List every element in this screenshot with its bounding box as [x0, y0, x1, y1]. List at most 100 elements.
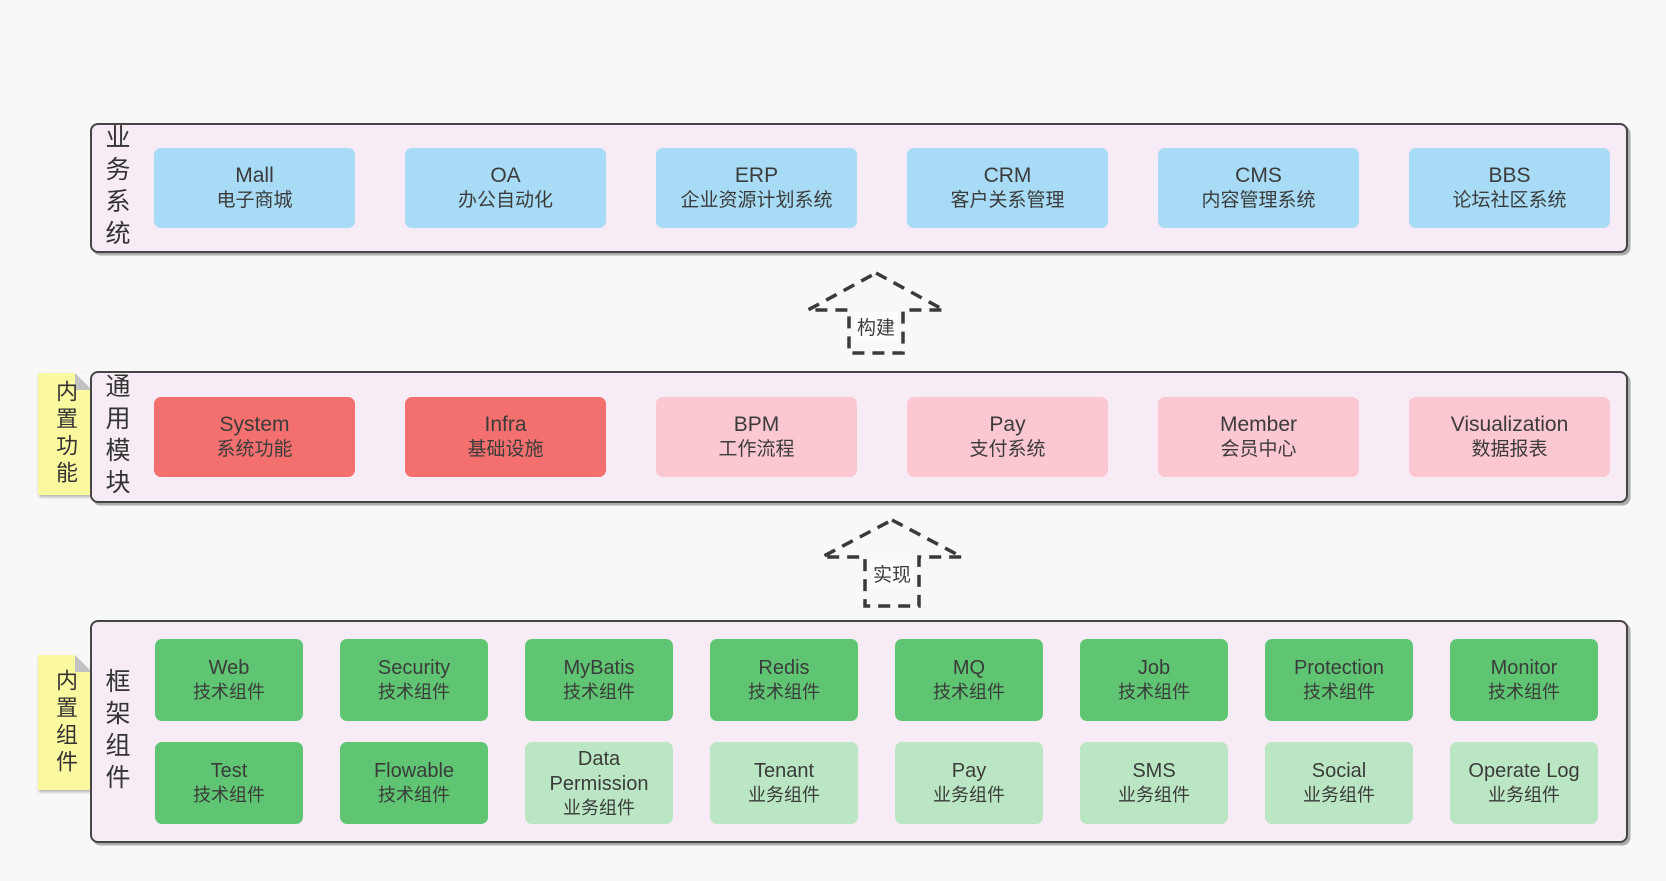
sticky-built-in-components: 内置组件	[38, 655, 92, 790]
box-mall: Mall 电子商城	[154, 148, 355, 228]
box-subtitle: 支付系统	[969, 439, 1046, 461]
box-subtitle: 技术组件	[748, 682, 820, 703]
box-bpm: BPM 工作流程	[656, 397, 857, 477]
box-title: Pay	[951, 760, 987, 783]
box-infra: Infra 基础设施	[405, 397, 606, 477]
box-subtitle: 业务组件	[933, 785, 1005, 806]
box-title: Test	[210, 760, 248, 783]
box-title: SMS	[1132, 760, 1176, 783]
box-subtitle: 基础设施	[467, 439, 544, 461]
layer-box-area: System 系统功能 Infra 基础设施 BPM 工作流程 Pay 支付系统 Member 会…	[154, 373, 1610, 501]
box-subtitle: 技术组件	[1303, 682, 1375, 703]
box-subtitle: 业务组件	[1118, 785, 1190, 806]
box-subtitle: 电子商城	[216, 190, 293, 212]
box-title: CMS	[1235, 164, 1282, 187]
box-title: OA	[490, 164, 521, 187]
box-subtitle: 技术组件	[378, 682, 450, 703]
sticky-built-in-features: 内置功能	[38, 373, 92, 495]
arrow-implement: 实现	[820, 517, 964, 609]
box-title: System	[219, 413, 290, 436]
up-arrow-dashed-icon	[821, 518, 963, 608]
box-title: Member	[1219, 413, 1298, 436]
box-title: Operate Log	[1468, 760, 1580, 783]
arrow-label: 构建	[853, 312, 899, 341]
box-subtitle: 客户关系管理	[950, 190, 1065, 212]
box-subtitle: 技术组件	[193, 785, 265, 806]
box-subtitle: 技术组件	[193, 682, 265, 703]
box-title: Infra	[484, 413, 527, 436]
box-title: Visualization	[1450, 413, 1569, 436]
box-subtitle: 办公自动化	[457, 190, 553, 212]
sticky-fold-corner-icon	[75, 373, 92, 390]
box-title: Social	[1311, 760, 1367, 783]
box-row: System 系统功能 Infra 基础设施 BPM 工作流程 Pay 支付系统 Member 会…	[154, 397, 1610, 477]
layer-label: 业务系统	[102, 124, 130, 252]
box-title: Redis	[758, 657, 810, 680]
box-title: BPM	[733, 413, 780, 436]
box-bbs: BBS 论坛社区系统	[1409, 148, 1610, 228]
box-subtitle: 系统功能	[216, 439, 293, 461]
box-title: Tenant	[753, 760, 815, 783]
box-title: CRM	[983, 164, 1032, 187]
box-title: BBS	[1488, 164, 1531, 187]
box-system: System 系统功能	[154, 397, 355, 477]
box-title: Mall	[235, 164, 274, 187]
sticky-label: 内置组件	[53, 668, 78, 777]
box-crm: CRM 客户关系管理	[907, 148, 1108, 228]
box-subtitle: 内容管理系统	[1201, 190, 1316, 212]
box-title: Job	[1137, 657, 1171, 680]
box-title: ERP	[734, 164, 779, 187]
box-title: Flowable	[373, 760, 455, 783]
sticky-fold-corner-icon	[75, 655, 92, 672]
box-oa: OA 办公自动化	[405, 148, 606, 228]
box-title: Security	[377, 657, 451, 680]
box-title: Pay	[989, 413, 1026, 436]
box-subtitle: 技术组件	[563, 682, 635, 703]
box-visualization: Visualization 数据报表	[1409, 397, 1610, 477]
up-arrow-dashed-icon	[807, 271, 945, 355]
box-title: Web	[208, 657, 250, 680]
sticky-label: 内置功能	[53, 380, 78, 488]
box-subtitle: 数据报表	[1471, 439, 1548, 461]
arrow-label: 实现	[869, 559, 915, 588]
box-subtitle: 论坛社区系统	[1452, 190, 1567, 212]
box-subtitle: 技术组件	[1118, 682, 1190, 703]
box-title: Monitor	[1490, 657, 1558, 680]
box-pay: Pay 支付系统	[907, 397, 1108, 477]
box-cms: CMS 内容管理系统	[1158, 148, 1359, 228]
layer-label: 框架组件	[102, 667, 130, 796]
arrow-build: 构建	[806, 270, 946, 356]
box-title: MQ	[952, 657, 986, 680]
box-title: MyBatis	[563, 657, 635, 680]
box-subtitle: 工作流程	[718, 439, 795, 461]
box-subtitle: 技术组件	[1488, 682, 1560, 703]
box-subtitle: 技术组件	[378, 785, 450, 806]
box-member: Member 会员中心	[1158, 397, 1359, 477]
box-subtitle: 业务组件	[1303, 785, 1375, 806]
box-subtitle: 会员中心	[1220, 439, 1297, 461]
